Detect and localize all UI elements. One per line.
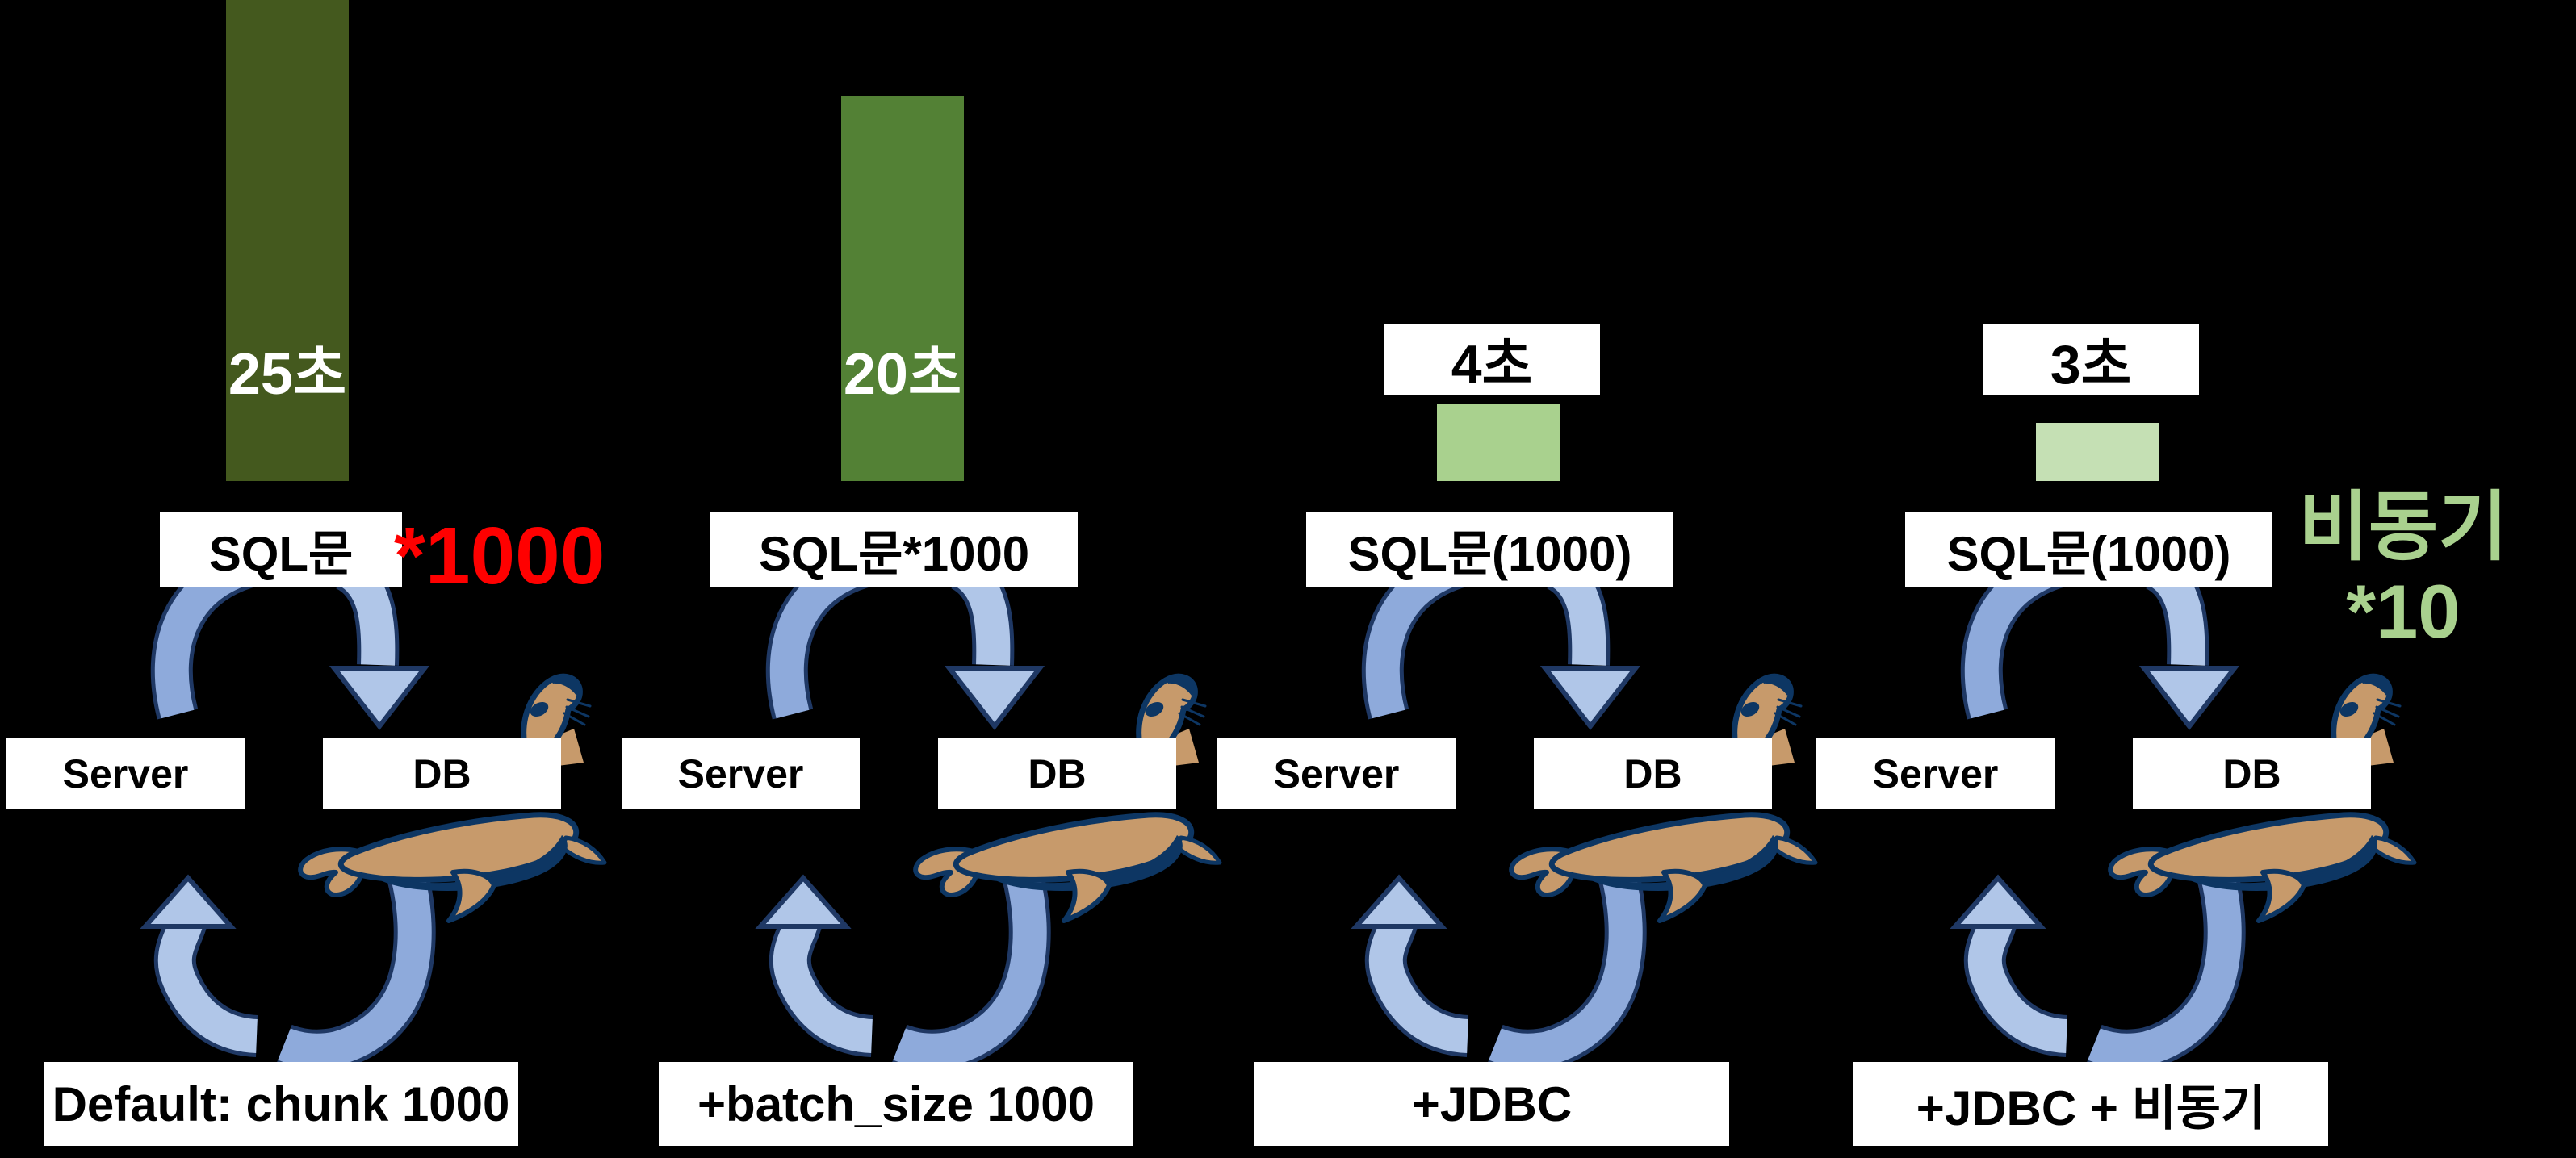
seal-head bbox=[1732, 673, 1794, 759]
sql-statement-label: SQL문 bbox=[160, 512, 402, 587]
return-arrow-db-to-server bbox=[140, 874, 259, 1057]
seal-snout bbox=[1166, 675, 1194, 696]
db-box: DB bbox=[2133, 738, 2371, 809]
seal-hind-flipper bbox=[446, 868, 496, 923]
sql-statement-label: SQL문*1000 bbox=[710, 512, 1078, 587]
time-label: 25초 bbox=[228, 342, 347, 407]
seal-whiskers bbox=[2373, 698, 2402, 726]
mariadb-seal-icon bbox=[1509, 673, 1818, 923]
seal-front-flipper bbox=[1771, 835, 1818, 865]
seal-hind-flipper bbox=[2256, 868, 2306, 923]
seal-belly-swoosh bbox=[372, 835, 568, 891]
seal-eye bbox=[2339, 701, 2359, 717]
time-bar bbox=[2036, 423, 2159, 481]
seal-whiskers bbox=[1774, 698, 1803, 726]
seal-front-flipper bbox=[1175, 835, 1222, 865]
seal-hind-flipper bbox=[1657, 868, 1707, 923]
seal-whiskers bbox=[1178, 698, 1207, 726]
multiply-annotation: *1000 bbox=[394, 511, 605, 601]
seal-belly-swoosh bbox=[1583, 835, 1778, 891]
time-bar bbox=[226, 0, 349, 481]
seal-snout bbox=[551, 675, 579, 696]
return-arrow-db-to-server bbox=[1950, 874, 2069, 1057]
mariadb-seal-icon bbox=[2108, 673, 2417, 923]
seal-whiskers bbox=[563, 698, 592, 726]
time-label-box: 4초 bbox=[1384, 324, 1600, 395]
async-annotation-line: 비동기 bbox=[2298, 484, 2508, 569]
panel-jdbc: 4초 SQL문(1000) Server DB +JDBC bbox=[1211, 0, 1824, 1158]
time-label-box: 3초 bbox=[1983, 324, 2199, 395]
panel-jdbc-async: 3초 SQL문(1000) 비동기 *10 Server DB +JDBC + … bbox=[1810, 0, 2508, 1158]
return-arc-db-down bbox=[2086, 855, 2246, 1065]
config-label: +JDBC bbox=[1254, 1062, 1729, 1146]
time-bar bbox=[1437, 404, 1560, 481]
seal-head bbox=[1136, 673, 1198, 759]
time-bar bbox=[841, 96, 964, 481]
seal-head bbox=[2331, 673, 2393, 759]
server-box: Server bbox=[6, 738, 245, 809]
config-label: +batch_size 1000 bbox=[659, 1062, 1133, 1146]
return-arc-db-down bbox=[1487, 855, 1647, 1065]
sql-statement-label: SQL문(1000) bbox=[1306, 512, 1673, 587]
seal-hind-flipper bbox=[1062, 868, 1112, 923]
seal-snout bbox=[1761, 675, 1790, 696]
server-box: Server bbox=[622, 738, 860, 809]
db-box: DB bbox=[323, 738, 561, 809]
return-arrow-db-to-server bbox=[1351, 874, 1470, 1057]
seal-front-flipper bbox=[560, 835, 607, 865]
seal-eye bbox=[1740, 701, 1760, 717]
seal-belly-swoosh bbox=[2182, 835, 2377, 891]
seal-head bbox=[521, 673, 583, 759]
server-box: Server bbox=[1816, 738, 2055, 809]
seal-eye bbox=[530, 701, 549, 717]
cycle-arrows bbox=[755, 565, 1051, 1065]
panel-default-chunk: 25초 SQL문 *1000 Server DB Default: chunk … bbox=[0, 0, 614, 1158]
return-arrow-db-to-server bbox=[755, 874, 874, 1057]
return-arc-db-down bbox=[891, 855, 1051, 1065]
seal-belly-swoosh bbox=[987, 835, 1183, 891]
seal-snout bbox=[2360, 675, 2389, 696]
sql-statement-label: SQL문(1000) bbox=[1905, 512, 2272, 587]
seal-eye bbox=[1145, 701, 1164, 717]
panel-batch-size: 20초 SQL문*1000 Server DB +batch_size 1000 bbox=[615, 0, 1229, 1158]
seal-front-flipper bbox=[2370, 835, 2417, 865]
return-arc-db-down bbox=[276, 855, 436, 1065]
db-box: DB bbox=[938, 738, 1176, 809]
config-label: +JDBC + 비동기 bbox=[1853, 1062, 2328, 1146]
config-label: Default: chunk 1000 bbox=[44, 1062, 518, 1146]
time-label: 20초 bbox=[843, 342, 962, 407]
server-box: Server bbox=[1217, 738, 1456, 809]
mariadb-seal-icon bbox=[298, 673, 607, 923]
async-annotation: 비동기 *10 bbox=[2278, 484, 2528, 654]
db-box: DB bbox=[1534, 738, 1772, 809]
async-annotation-line: *10 bbox=[2346, 569, 2461, 654]
